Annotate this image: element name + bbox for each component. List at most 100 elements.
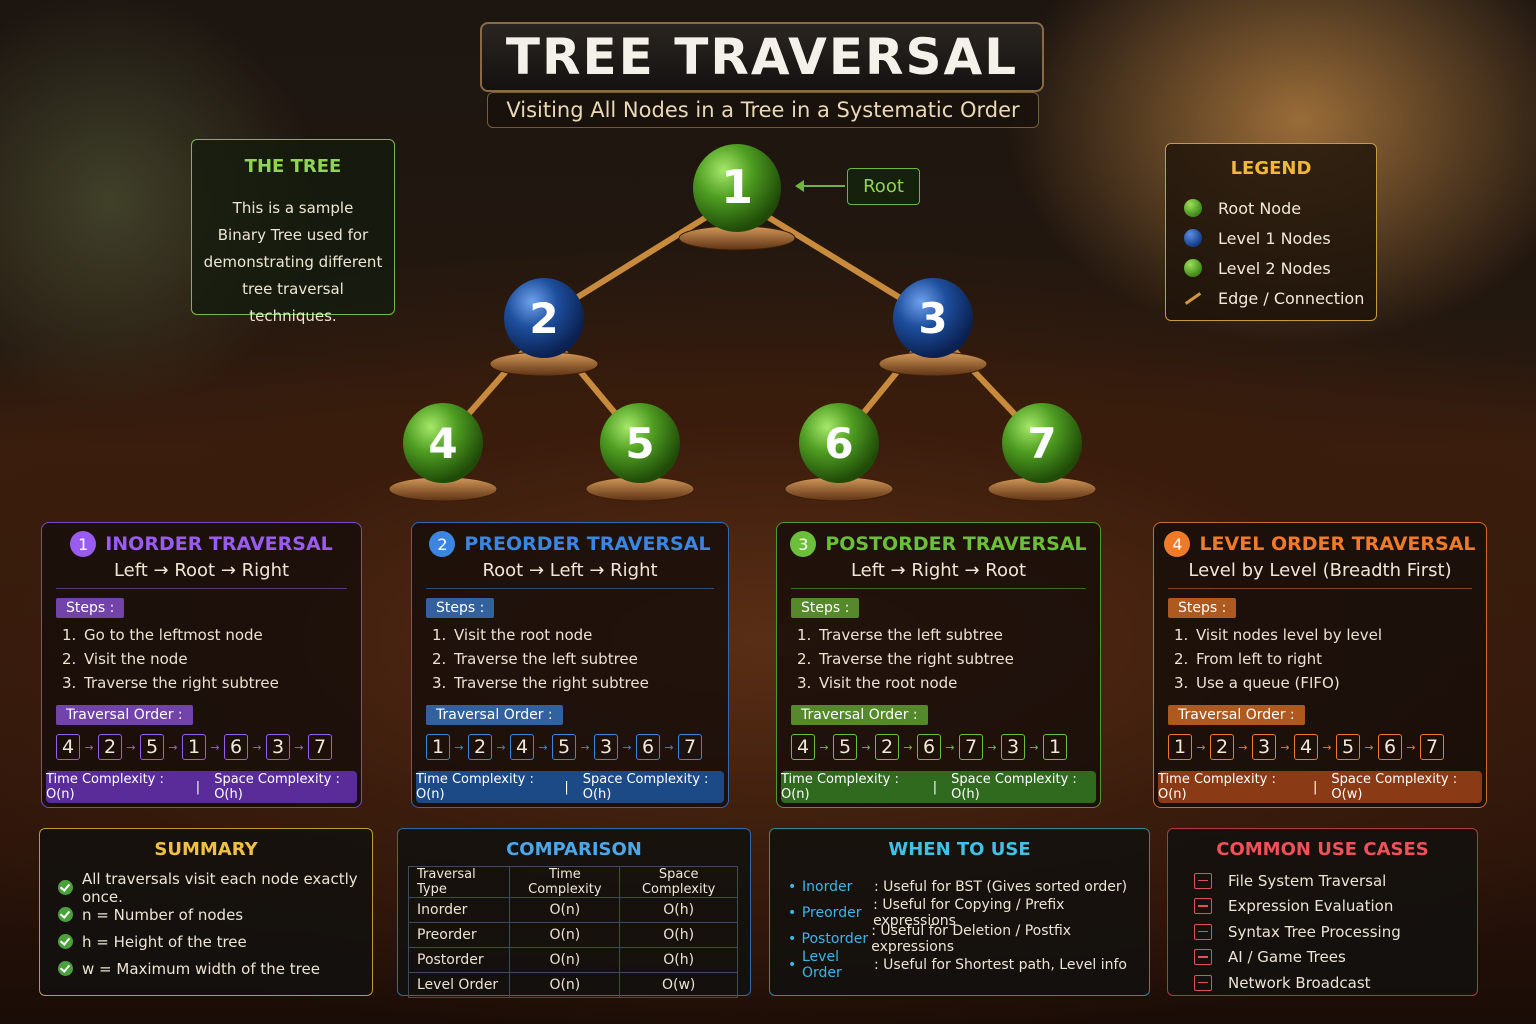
traversal-order: 4→5→2→6→7→3→1 [791,733,1100,761]
step-item: 1.Go to the leftmost node [62,626,361,650]
legend-item: Level 2 Nodes [1184,253,1376,283]
arrow-right-icon: → [819,740,829,754]
when-to-use-item: •Level Order: Useful for Shortest path, … [788,949,1127,981]
card-rule: Root → Left → Right [482,560,658,581]
order-tag: Traversal Order : [791,705,928,725]
step-item: 3.Visit the root node [797,674,1100,698]
card-title: LEVEL ORDER TRAVERSAL [1199,533,1476,555]
summary-item: n = Number of nodes [58,901,372,928]
node-label: 7 [1027,419,1056,468]
order-node-box: 5 [833,734,857,760]
legend-label: Edge / Connection [1218,288,1365,308]
summary-text: All traversals visit each node exactly o… [82,869,358,906]
step-text: Traverse the left subtree [819,626,1003,644]
use-key: Level Order [802,949,842,981]
complexity-bar: Time Complexity : O(n)|Space Complexity … [781,771,1096,803]
order-node-box: 1 [1168,734,1192,760]
time-complexity: Time Complexity : O(n) [781,772,899,802]
arrow-right-icon: → [538,740,548,754]
order-tag: Traversal Order : [1168,705,1305,725]
tree-info-line: tree traversal techniques. [242,280,344,325]
use-case-text: Network Broadcast [1228,973,1371,992]
step-text: Traverse the right subtree [84,674,279,692]
order-node-box: 4 [791,734,815,760]
table-cell: Postorder [407,947,511,973]
time-complexity: Time Complexity : O(n) [416,772,534,802]
use-value: : Useful for Shortest path, Level info [874,957,1127,973]
arrow-right-icon: → [1364,740,1374,754]
complexity-bar: Time Complexity : O(n)|Space Complexity … [1158,771,1482,803]
order-node-box: 4 [56,734,80,760]
arrow-right-icon: → [664,740,674,754]
use-cases-panel: COMMON USE CASES File System Traversal E… [1167,828,1478,996]
arrow-right-icon: → [945,740,955,754]
arrow-right-icon: → [454,740,464,754]
table-cell: O(n) [509,922,621,948]
table-cell: O(n) [509,947,621,973]
table-cell: O(w) [619,972,738,998]
step-item: 2.From left to right [1174,650,1486,674]
node-label: 3 [918,294,947,343]
divider [56,588,347,589]
node-sphere [1002,403,1082,483]
page-subtitle: Visiting All Nodes in a Tree in a System… [506,98,1020,122]
table-cell: O(n) [509,972,621,998]
root-pointer-arrow [795,180,845,192]
expression-icon [1194,898,1212,915]
order-node-box: 5 [140,734,164,760]
time-complexity: Time Complexity : O(n) [1158,772,1276,802]
step-text: Traverse the right subtree [454,674,649,692]
tree-node-4: 4 [388,403,498,502]
step-text: Visit the root node [819,674,958,692]
use-cases-heading: COMMON USE CASES [1216,839,1429,860]
arrow-right-icon: → [294,740,304,754]
syntax-tree-icon [1194,923,1212,940]
node-label: 1 [721,160,753,214]
card-number-badge: 4 [1164,531,1191,557]
use-value: : Useful for Deletion / Postfix expressi… [871,923,1072,955]
tree-info-panel: THE TREE This is a sample Binary Tree us… [191,139,395,325]
step-text: Traverse the right subtree [819,650,1014,668]
order-node-box: 6 [636,734,660,760]
use-key: Inorder [802,879,853,895]
use-case-text: AI / Game Trees [1228,948,1346,967]
card-rule: Level by Level (Breadth First) [1188,560,1452,581]
step-text: Traverse the left subtree [454,650,638,668]
divider [791,588,1086,589]
tree-node-2: 2 [489,278,599,377]
card-header: 4 LEVEL ORDER TRAVERSAL [1154,531,1486,557]
divider [1168,588,1472,589]
tree-info-line: This is a sample [232,199,354,217]
edge-line-icon [1184,291,1202,305]
arrow-right-icon: → [580,740,590,754]
green-node-icon [1184,259,1202,277]
time-complexity: Time Complexity : O(n) [46,772,164,802]
order-node-box: 3 [1001,734,1025,760]
use-key: Preorder [801,905,862,921]
use-case-text: Syntax Tree Processing [1228,922,1401,941]
step-item: 3.Use a queue (FIFO) [1174,674,1486,698]
table-cell: O(n) [509,897,621,923]
steps-tag: Steps : [56,598,125,618]
step-text: Go to the leftmost node [84,626,263,644]
tree-node-1: 1 [678,144,796,251]
complexity-bar: Time Complexity : O(n)|Space Complexity … [46,771,357,803]
space-complexity: Space Complexity : O(h) [214,772,340,802]
use-key: Postorder [801,931,869,947]
step-item: 2.Visit the node [62,650,361,674]
table-cell: O(h) [619,947,738,973]
table-row: Preorder O(n) O(h) [407,922,738,948]
order-node-box: 4 [1294,734,1318,760]
comparison-panel: COMPARISON Traversal Type Time Complexit… [397,828,751,998]
check-icon [58,907,73,922]
step-item: 3.Traverse the right subtree [62,674,361,698]
divider [426,588,714,589]
order-node-box: 5 [552,734,576,760]
order-node-box: 6 [1378,734,1402,760]
table-row: Level Order O(n) O(w) [407,972,738,998]
tree-info-line: Binary Tree used for [217,226,369,244]
